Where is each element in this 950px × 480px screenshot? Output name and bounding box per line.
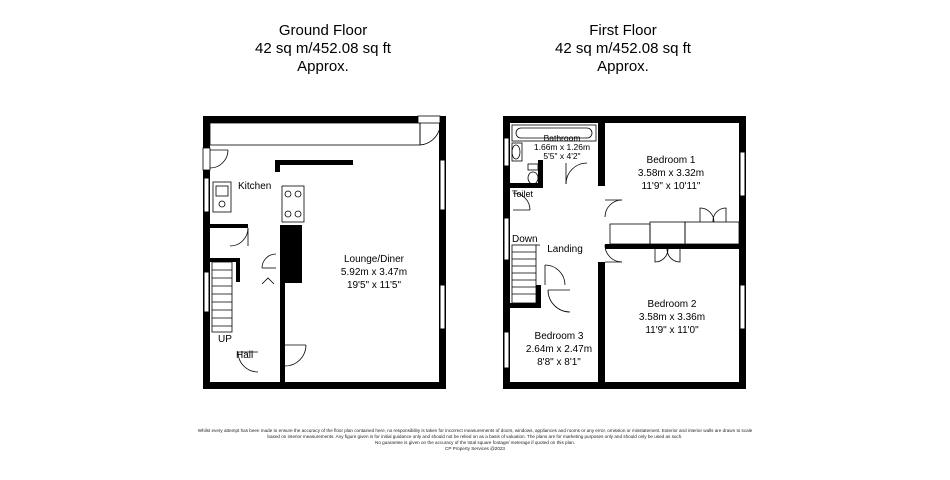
ground-floor-area: 42 sq m/452.08 sq ft: [255, 40, 391, 57]
disclaimer-copyright: CP Property Services @2023: [445, 446, 505, 451]
kitchen-hob: [281, 185, 305, 223]
first-floor-internal-walls: [510, 123, 739, 382]
ground-floor-heading: Ground Floor 42 sq m/452.08 sq ft Approx…: [203, 22, 443, 76]
toilet-door: [512, 192, 531, 211]
first-floor-plan: Bathroom 1.66m x 1.26m 5'5" x 4'2" Toile…: [503, 116, 746, 389]
landing-label: Landing: [547, 244, 583, 255]
ground-floor-stairs: [211, 261, 233, 333]
cupboard-door: [229, 227, 277, 285]
first-floor-approx: Approx.: [597, 58, 649, 75]
bedroom3-label: Bedroom 3: [535, 331, 584, 342]
first-floor-title: First Floor: [589, 22, 657, 39]
bedroom2-imperial: 11'9" x 11'0": [645, 325, 699, 336]
front-door: [417, 115, 441, 146]
bedroom1-wardrobe: [609, 207, 740, 245]
first-floor-heading: First Floor 42 sq m/452.08 sq ft Approx.: [503, 22, 743, 76]
ground-floor-outer-walls: [203, 116, 446, 389]
hall-label: Hall: [236, 350, 253, 361]
ground-stairs-label: UP: [218, 334, 232, 345]
ground-floor-internal-walls: [210, 160, 353, 382]
bedroom1-label: Bedroom 1: [647, 155, 696, 166]
bedroom2-door: [604, 244, 623, 263]
bathroom-imperial: 5'5" x 4'2": [543, 151, 580, 161]
kitchen-worktop: [209, 122, 421, 146]
disclaimer-line-2: based on interior measurements. Any figu…: [267, 434, 683, 439]
landing-doors: [544, 264, 571, 313]
ground-floor-windows: [203, 159, 446, 330]
bathroom-label: Bathroom: [544, 133, 581, 143]
bedroom2-wardrobe: [649, 221, 686, 263]
lounge-metric: 5.92m x 3.47m: [341, 267, 407, 278]
bedroom1-imperial: 11'9" x 10'11": [642, 181, 701, 192]
kitchen-sink: [212, 181, 232, 213]
bedroom3-imperial: 8'8" x 8'1": [537, 357, 581, 368]
bedroom1-door: [604, 199, 623, 218]
first-floor-stairs: [511, 244, 540, 304]
bathroom-metric: 1.66m x 1.26m: [534, 142, 590, 152]
disclaimer: Whilst every attempt has been made to en…: [160, 428, 790, 452]
lounge-imperial: 19'5" x 11'5": [347, 280, 402, 291]
lounge-label: Lounge/Diner: [344, 254, 405, 265]
first-floor-windows: [503, 137, 746, 369]
kitchen-door: [202, 147, 229, 171]
bedroom2-metric: 3.58m x 3.36m: [639, 312, 705, 323]
hall-door: [237, 344, 307, 373]
ground-floor-title: Ground Floor: [278, 22, 368, 39]
kitchen-label: Kitchen: [238, 181, 271, 192]
bedroom3-metric: 2.64m x 2.47m: [526, 344, 592, 355]
bedroom2-label: Bedroom 2: [648, 299, 697, 310]
bedroom1-metric: 3.58m x 3.32m: [638, 168, 704, 179]
toilet-label: Toilet: [512, 189, 534, 199]
first-stairs-label: Down: [512, 234, 538, 245]
bathroom-fixtures: [511, 142, 588, 185]
bath: [511, 124, 597, 142]
ground-floor-approx: Approx.: [297, 58, 349, 75]
ground-floor-plan: Kitchen Lounge/Diner 5.92m x 3.47m 19'5"…: [202, 115, 446, 389]
disclaimer-line-1: Whilst every attempt has been made to en…: [197, 428, 753, 433]
first-floor-area: 42 sq m/452.08 sq ft: [555, 40, 691, 57]
disclaimer-line-3: No guarantee is given on the accuracy of…: [375, 440, 575, 445]
